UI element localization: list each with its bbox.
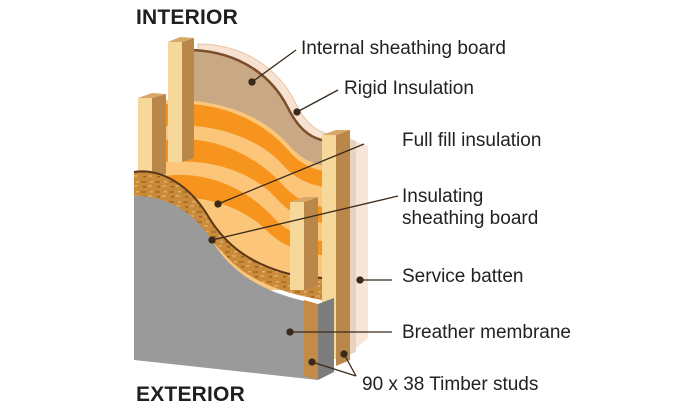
osb-top-edge: [133, 170, 323, 279]
leader-timber-stud-2: [343, 353, 357, 377]
timber-stud-back-left: [168, 37, 194, 162]
label-insulating-sheathing-board: Insulating sheathing board: [402, 186, 538, 230]
label-insulating-sheathing-board-line1: Insulating: [402, 186, 484, 207]
insulation-band-1: [165, 103, 338, 188]
label-insulating-sheathing-board-line2: sheathing board: [402, 208, 539, 229]
timber-stud-front-left: [138, 93, 166, 178]
leader-rigid-insulation: [296, 89, 339, 113]
internal-board-outline: [191, 48, 339, 144]
stud-front-face-2: [336, 296, 350, 366]
interior-heading: INTERIOR: [136, 6, 238, 29]
leader-timber-stud-1: [311, 361, 357, 377]
exterior-heading: EXTERIOR: [136, 383, 245, 406]
leader-insulating-sheathing: [211, 195, 399, 241]
leader-lines: [208, 49, 399, 377]
insulating-sheathing-board: [134, 171, 322, 300]
label-rigid-insulation: Rigid Insulation: [344, 78, 474, 99]
leader-internal-sheathing: [251, 49, 297, 83]
leader-full-fill: [217, 143, 365, 205]
label-timber-studs: 90 x 38 Timber studs: [362, 374, 539, 395]
label-full-fill-insulation: Full fill insulation: [402, 130, 542, 151]
breather-membrane: [134, 196, 318, 380]
label-service-batten: Service batten: [402, 266, 524, 287]
label-internal-sheathing-board: Internal sheathing board: [301, 38, 506, 59]
timber-stud-front-right: [290, 197, 318, 290]
stud-front-face-1: [304, 300, 318, 380]
breather-membrane-edge: [318, 298, 334, 380]
label-breather-membrane: Breather membrane: [402, 322, 571, 343]
